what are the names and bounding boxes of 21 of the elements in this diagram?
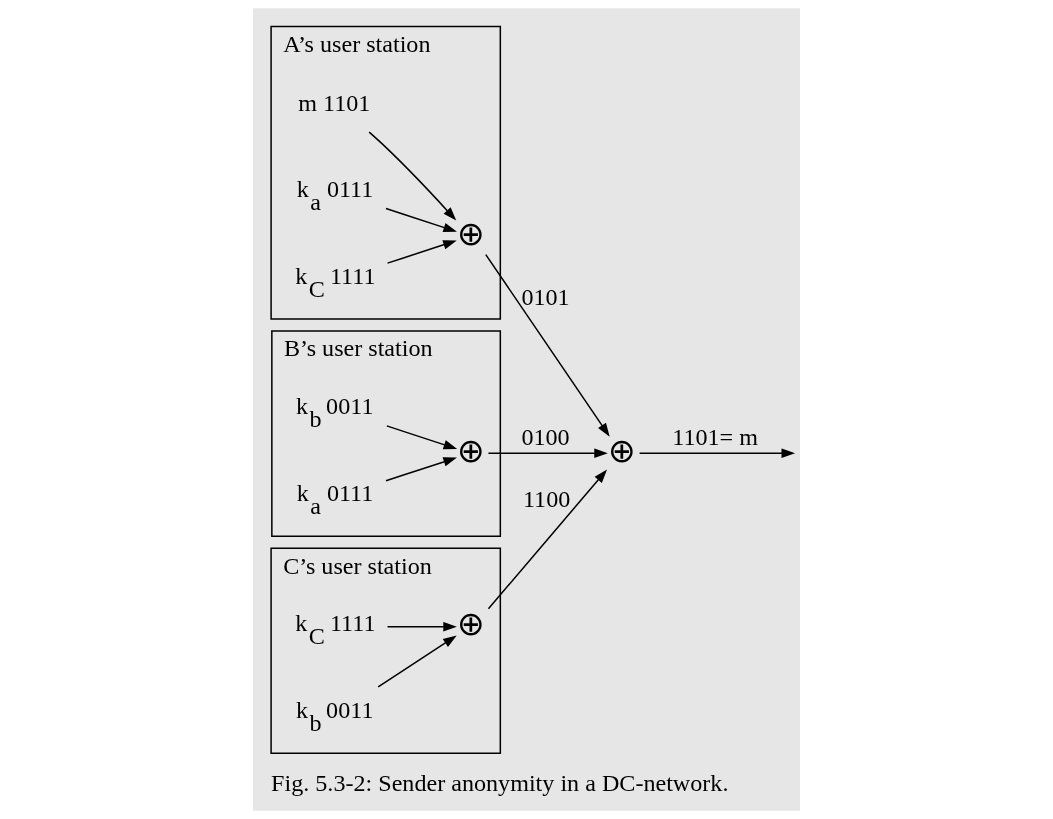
edge-label: 0100 <box>521 424 570 451</box>
arrow <box>386 240 457 264</box>
arrow <box>485 253 610 437</box>
arrow <box>386 621 457 632</box>
node-text: ⊕ <box>608 431 637 469</box>
edge-label: 1101= m <box>672 424 758 451</box>
arrow <box>385 457 457 482</box>
arrow <box>487 448 608 458</box>
edge-label: 1100 <box>522 486 571 513</box>
node-text: m 1101 <box>298 89 371 116</box>
node-text: ⊕ <box>457 605 486 643</box>
node-text: ⊕ <box>457 431 486 469</box>
arrow <box>638 448 796 458</box>
arrow <box>368 131 457 221</box>
node-text: ⊕ <box>457 214 486 252</box>
caption: Fig. 5.3-2: Sender anonymity in a DC-network. <box>271 769 729 796</box>
arrow <box>385 207 457 233</box>
arrow <box>377 635 457 688</box>
arrow <box>487 469 608 610</box>
arrow <box>386 425 458 450</box>
edge-label: 0101 <box>521 284 570 311</box>
